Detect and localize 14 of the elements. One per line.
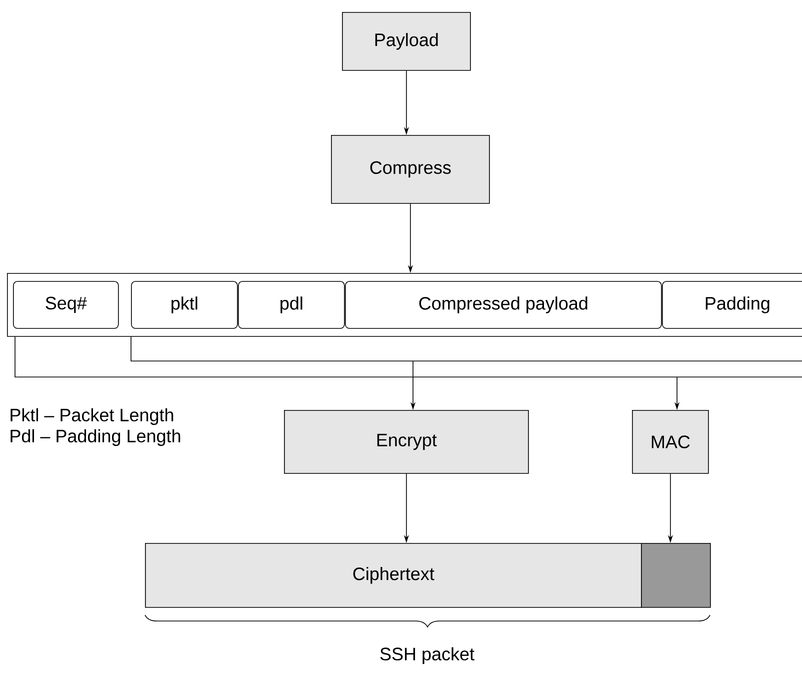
process-box: Payload (342, 12, 471, 71)
field-box: pdl (238, 281, 345, 329)
field-box: Seq# (13, 281, 119, 329)
process-box: Ciphertext (145, 543, 642, 608)
process-box: Encrypt (284, 410, 529, 474)
field-box: Padding (662, 281, 802, 329)
field-box: pktl (131, 281, 238, 329)
process-box: MAC (632, 410, 709, 474)
field-box: Compressed payload (345, 281, 662, 329)
process-box: Compress (331, 135, 490, 204)
brace-label: SSH packet (380, 647, 474, 664)
mac-tag-box (641, 543, 711, 608)
legend-text: Pktl – Packet Length Pdl – Padding Length (10, 408, 180, 446)
packet-frame (7, 273, 802, 337)
